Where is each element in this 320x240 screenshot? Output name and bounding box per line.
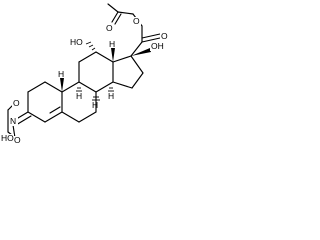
- double-bond: [114, 13, 122, 25]
- bond: [141, 37, 161, 43]
- wedge-bond: [131, 48, 151, 56]
- atom-label-oh: OH: [151, 41, 164, 51]
- bond: [112, 55, 132, 63]
- bond: [117, 11, 134, 15]
- bond: [44, 81, 63, 93]
- hashed-bond: [85, 41, 96, 51]
- atom-label-o: O: [14, 135, 21, 145]
- atom-label-h: H: [58, 69, 64, 79]
- bond: [61, 81, 80, 93]
- bond: [27, 81, 46, 93]
- atom-labels: O OH O O HO H H H H H N O O HO: [0, 16, 169, 145]
- steroid-rings: [27, 51, 144, 123]
- atom-label-o: O: [13, 98, 20, 108]
- atom-label-h: H: [109, 39, 115, 49]
- hashed-bond: [92, 96, 100, 101]
- atom-label-ho: HO: [70, 37, 83, 47]
- wedge-bond: [111, 48, 115, 62]
- atom-label-n: N: [10, 116, 16, 126]
- bond: [78, 51, 97, 63]
- wedge-bond: [60, 78, 64, 92]
- bond: [12, 124, 16, 139]
- atom-label-o: O: [161, 31, 168, 41]
- atom-label-ho: HO: [1, 133, 14, 143]
- double-bond: [15, 115, 32, 126]
- bond: [27, 111, 46, 123]
- atom-label-h: H: [76, 91, 82, 101]
- bond: [78, 111, 97, 123]
- bond: [111, 11, 119, 23]
- double-bond: [141, 33, 161, 39]
- double-bond: [49, 106, 61, 114]
- bond: [61, 111, 80, 123]
- bond: [107, 3, 119, 13]
- chemical-structure-diagram: O OH O O HO H H H H H N O O HO: [0, 3, 169, 145]
- bond: [130, 41, 143, 57]
- bond: [130, 55, 144, 74]
- bond: [131, 72, 144, 89]
- atom-label-o: O: [133, 16, 140, 26]
- hashed-bond: [76, 87, 82, 92]
- bond: [44, 111, 63, 123]
- bond: [95, 51, 114, 63]
- hashed-bond: [108, 87, 114, 92]
- atom-label-h: H: [92, 100, 98, 110]
- bond: [95, 81, 114, 93]
- bond: [112, 81, 133, 89]
- atom-label-o: O: [106, 23, 113, 33]
- atom-label-h: H: [108, 91, 114, 101]
- bond: [78, 81, 97, 93]
- stereo-bonds: [60, 41, 151, 101]
